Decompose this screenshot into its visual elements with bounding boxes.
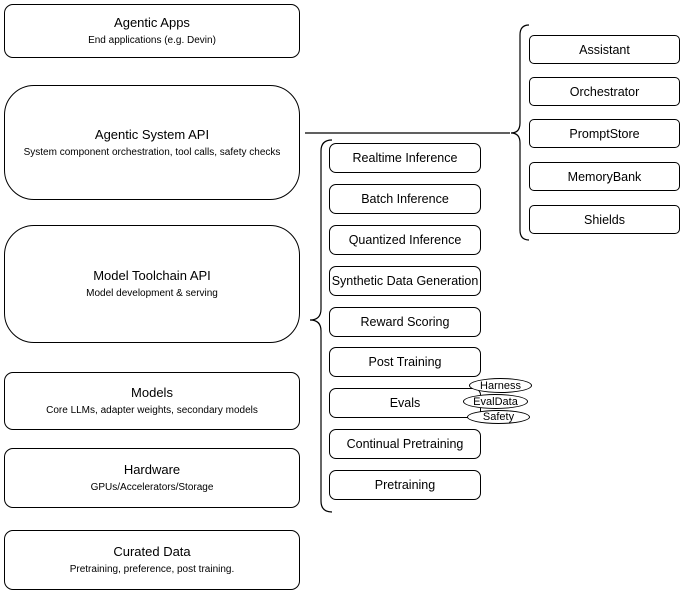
- node-agentic-apps: Agentic Apps End applications (e.g. Devi…: [4, 4, 300, 58]
- node-label: Continual Pretraining: [346, 437, 464, 451]
- node-orchestrator: Orchestrator: [529, 77, 680, 106]
- node-title: Models: [131, 385, 173, 400]
- node-title: Hardware: [123, 462, 181, 477]
- node-subtitle: GPUs/Accelerators/Storage: [90, 482, 214, 493]
- node-pretraining: Pretraining: [329, 470, 481, 500]
- node-label: MemoryBank: [567, 169, 642, 184]
- node-subtitle: Core LLMs, adapter weights, secondary mo…: [46, 405, 258, 416]
- node-title: Agentic System API: [94, 126, 210, 142]
- node-curated-data: Curated Data Pretraining, preference, po…: [4, 530, 300, 590]
- tag-safety: Safety: [467, 410, 530, 424]
- node-batch-inference: Batch Inference: [329, 184, 481, 214]
- node-post-training: Post Training: [329, 347, 481, 377]
- node-assistant: Assistant: [529, 35, 680, 64]
- node-hardware: Hardware GPUs/Accelerators/Storage: [4, 448, 300, 508]
- node-label: Pretraining: [374, 478, 436, 492]
- node-synthetic-data-generation: Synthetic Data Generation: [329, 266, 481, 296]
- node-model-toolchain-api: Model Toolchain API Model development & …: [4, 225, 300, 343]
- brace-agentic-system: [510, 24, 530, 241]
- node-label: Post Training: [368, 355, 442, 369]
- node-continual-pretraining: Continual Pretraining: [329, 429, 481, 459]
- node-label: Synthetic Data Generation: [331, 274, 479, 288]
- node-shields: Shields: [529, 205, 680, 234]
- node-title: Curated Data: [113, 544, 191, 559]
- node-title: Agentic Apps: [114, 15, 190, 30]
- node-subtitle: System component orchestration, tool cal…: [23, 146, 281, 158]
- node-label: PromptStore: [569, 126, 640, 141]
- tag-evaldata: EvalData: [463, 394, 528, 409]
- node-label: Reward Scoring: [360, 315, 450, 329]
- node-quantized-inference: Quantized Inference: [329, 225, 481, 255]
- tag-label: Harness: [480, 379, 521, 392]
- node-reward-scoring: Reward Scoring: [329, 307, 481, 337]
- tag-label: Safety: [482, 411, 515, 423]
- node-models: Models Core LLMs, adapter weights, secon…: [4, 372, 300, 430]
- node-subtitle: Pretraining, preference, post training.: [69, 564, 235, 575]
- node-label: Assistant: [579, 42, 630, 57]
- node-memorybank: MemoryBank: [529, 162, 680, 191]
- node-label: Orchestrator: [569, 84, 640, 99]
- node-label: Batch Inference: [361, 192, 449, 206]
- node-title: Model Toolchain API: [93, 268, 211, 283]
- node-agentic-system-api: Agentic System API System component orch…: [4, 85, 300, 200]
- tag-label: EvalData: [473, 395, 518, 408]
- node-label: Evals: [389, 396, 421, 410]
- node-evals: Evals: [329, 388, 481, 418]
- node-realtime-inference: Realtime Inference: [329, 143, 481, 173]
- node-label: Shields: [584, 212, 625, 227]
- node-label: Quantized Inference: [348, 233, 462, 247]
- node-promptstore: PromptStore: [529, 119, 680, 148]
- node-subtitle: Model development & serving: [86, 288, 218, 299]
- node-subtitle: End applications (e.g. Devin): [88, 35, 216, 46]
- tag-harness: Harness: [469, 378, 532, 393]
- node-label: Realtime Inference: [352, 151, 458, 165]
